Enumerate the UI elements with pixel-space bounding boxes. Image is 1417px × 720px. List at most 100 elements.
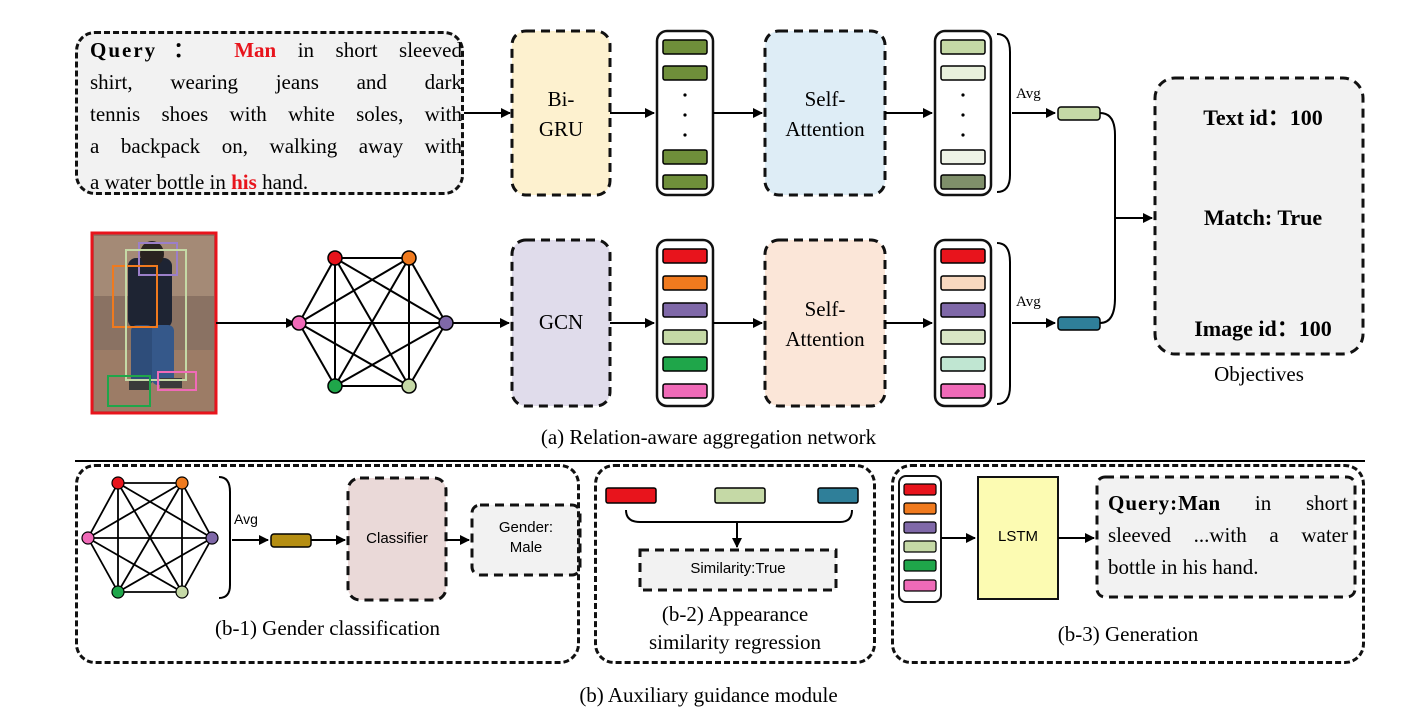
avg-label-text: Avg: [1016, 86, 1041, 102]
bbox-shoes: [107, 375, 151, 407]
bracket-text: [996, 33, 1011, 193]
caption-b: (b) Auxiliary guidance module: [579, 683, 838, 707]
avg-label-image: Avg: [1016, 294, 1041, 310]
text-global-embedding: [1057, 106, 1101, 121]
feature-bar: [903, 521, 937, 534]
feature-bar: [662, 65, 708, 81]
graph-node: [327, 250, 343, 266]
image-global-embedding: [1057, 316, 1101, 331]
feature-bar: [940, 248, 986, 264]
gender-output: Gender:Male: [498, 519, 554, 556]
b2-bracket: [625, 509, 853, 523]
b1-avg-label: Avg: [234, 511, 258, 527]
bbox-backpack: [112, 265, 158, 328]
query-line1: in short sleeved: [276, 38, 463, 62]
similarity-label: Similarity:True: [690, 560, 786, 577]
bigru-box: [510, 29, 612, 197]
gcn-label: GCN: [538, 310, 584, 334]
gcn-box: [510, 238, 612, 408]
classifier-label: Classifier: [366, 530, 428, 547]
relation-graph-small: [87, 482, 213, 593]
feature-bar: [903, 540, 937, 553]
relation-graph-top: [298, 257, 447, 387]
caption-a: (a) Relation-aware aggregation network: [540, 425, 877, 449]
generated-query-line3: bottle in his hand.: [1108, 555, 1259, 579]
generated-query-line2: sleeved ...with a water: [1108, 523, 1348, 547]
self-attention-image-label: Self-Attention: [785, 297, 865, 351]
image-feature-column-2: [933, 238, 993, 408]
feature-bar: [662, 149, 708, 165]
similarity-box: [638, 548, 838, 592]
graph-node: [438, 315, 454, 331]
lstm-box: [977, 476, 1059, 600]
graph-node: [175, 585, 189, 599]
lstm-label: LSTM: [997, 528, 1038, 545]
graph-node: [81, 531, 95, 545]
query-line2: shirt, wearing jeans and dark: [90, 70, 462, 94]
generated-query-line1: in short: [1220, 491, 1348, 515]
graph-node: [111, 476, 125, 490]
feature-bar: [662, 329, 708, 345]
query-label: Query：: [90, 38, 213, 62]
b2-panel: [594, 464, 876, 664]
query-highlight-man: Man: [234, 38, 277, 62]
gender-output-box: [470, 503, 582, 577]
query-highlight-his: his: [231, 170, 257, 194]
feature-bar: [903, 579, 937, 592]
bbox-body: [125, 249, 187, 381]
caption-b1: (b-1) Gender classification: [214, 616, 441, 640]
graph-node: [327, 378, 343, 394]
image-feature-column-1: [655, 238, 715, 408]
feature-bar: [662, 39, 708, 55]
b3-panel: [891, 464, 1365, 664]
text-id-label: Text id：100: [1203, 105, 1323, 130]
bracket-b1: [218, 476, 231, 599]
query-box: [75, 31, 464, 195]
query-text: Query： Man in short sleeved shirt, weari…: [90, 34, 462, 198]
generated-query-text: Query:Man in short sleeved ...with a wat…: [1108, 487, 1348, 583]
embedding-teal: [817, 487, 859, 504]
graph-node: [175, 476, 189, 490]
generated-query-box: [1095, 475, 1357, 599]
generated-query-man: Man: [1178, 491, 1221, 515]
text-feature-column-2: [933, 29, 993, 197]
feature-bar: [940, 149, 986, 165]
feature-bar: [662, 248, 708, 264]
text-feature-column-1: [655, 29, 715, 197]
feature-bar: [903, 559, 937, 572]
graph-node: [205, 531, 219, 545]
query-line5a: a water bottle in: [90, 170, 232, 194]
image-id-label: Image id：100: [1194, 316, 1332, 341]
feature-bar: [662, 275, 708, 291]
objectives-box: [1153, 76, 1365, 356]
query-line3: tennis shoes with white soles, with: [90, 102, 462, 126]
person-torso: [128, 258, 172, 328]
bbox-bottle: [157, 371, 197, 391]
merge-bracket: [1099, 112, 1116, 324]
feature-bar: [940, 39, 986, 55]
feature-bar: [662, 383, 708, 399]
match-label: Match: True: [1203, 205, 1323, 230]
graph-node: [291, 315, 307, 331]
feature-bar: [940, 65, 986, 81]
feature-bar: [940, 329, 986, 345]
objectives-caption: Objectives: [1214, 362, 1304, 386]
feature-bar: [940, 174, 986, 190]
feature-bar: [940, 383, 986, 399]
graph-node: [111, 585, 125, 599]
embedding-red: [605, 487, 657, 504]
caption-b3: (b-3) Generation: [1057, 622, 1199, 646]
feature-bar: [940, 356, 986, 372]
feature-bar: [662, 174, 708, 190]
generated-query-label: Query:: [1108, 491, 1179, 515]
graph-node: [401, 378, 417, 394]
feature-bar: [662, 356, 708, 372]
feature-bar: [940, 275, 986, 291]
b1-panel: [75, 464, 580, 664]
feature-bar: [662, 302, 708, 318]
feature-bar: [903, 502, 937, 515]
feature-bar: [903, 483, 937, 496]
bracket-image: [996, 242, 1011, 405]
